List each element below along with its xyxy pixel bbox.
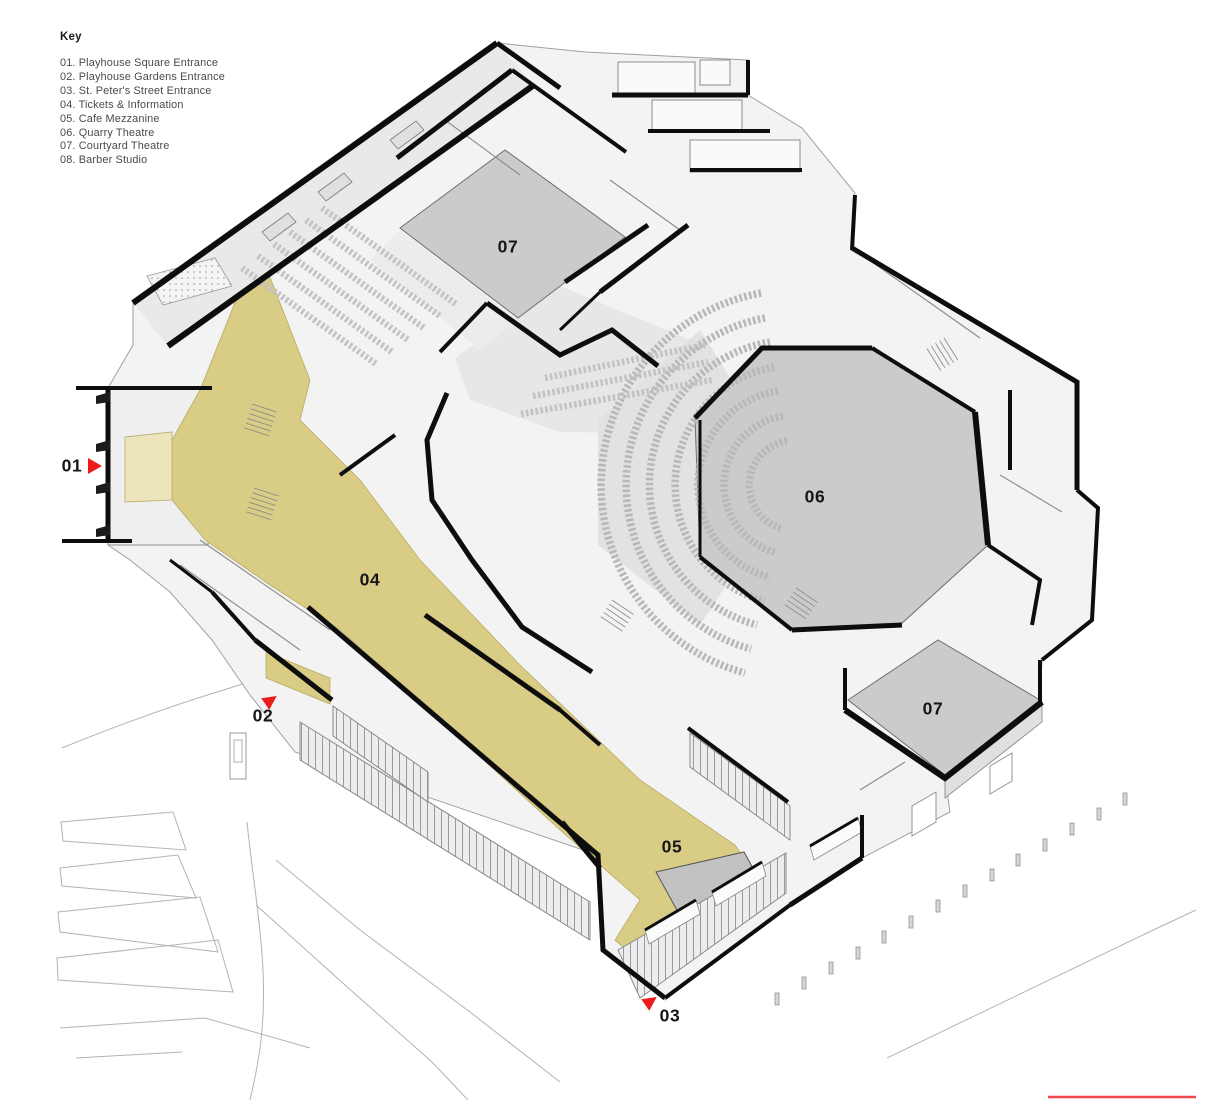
label-entrance-02: 02	[252, 705, 274, 726]
key-legend: Key 01. Playhouse Square Entrance 02. Pl…	[60, 31, 225, 168]
entrance-arrow-03-icon	[638, 988, 663, 1013]
label-courtyard-upper: 07	[497, 236, 519, 257]
gardens-entrance-wall	[265, 651, 331, 705]
stair-flights	[244, 337, 959, 632]
key-list: 01. Playhouse Square Entrance 02. Playho…	[60, 57, 225, 168]
site-context	[56, 663, 1197, 1100]
entrance-vestibule-floor	[124, 431, 173, 503]
label-entrance-01: 01	[61, 455, 83, 476]
facade-balconies	[644, 816, 863, 945]
label-entrance-03: 03	[659, 1005, 681, 1026]
courtyard-seating-rows	[240, 205, 458, 367]
entrance-arrow-01-icon	[86, 457, 104, 475]
gallery-seating-rows	[520, 341, 713, 418]
label-quarry-theatre: 06	[804, 486, 826, 507]
key-item-08: 08. Barber Studio	[60, 154, 148, 167]
key-item-06: 06. Quarry Theatre	[60, 126, 155, 139]
courtyard-theatre-upper-floor	[399, 149, 626, 319]
key-item-04: 04. Tickets & Information	[60, 98, 184, 111]
bollard-row	[774, 792, 1128, 1006]
label-tickets-info: 04	[359, 569, 381, 590]
key-item-01: 01. Playhouse Square Entrance	[60, 57, 219, 69]
key-item-03: 03. St. Peter's Street Entrance	[60, 84, 212, 97]
entrance-arrow-02-icon	[258, 687, 283, 712]
quarry-auditorium-seating	[597, 289, 788, 677]
entrance-sconces	[96, 392, 110, 537]
key-title: Key	[60, 31, 82, 43]
doors	[911, 752, 1013, 837]
key-item-02: 02. Playhouse Gardens Entrance	[60, 70, 225, 83]
label-cafe-mezzanine: 05	[661, 836, 683, 857]
label-courtyard-lower: 07	[922, 698, 944, 719]
key-item-07: 07. Courtyard Theatre	[60, 140, 170, 153]
cut-walls	[62, 40, 1101, 1000]
key-item-05: 05. Cafe Mezzanine	[60, 112, 160, 125]
